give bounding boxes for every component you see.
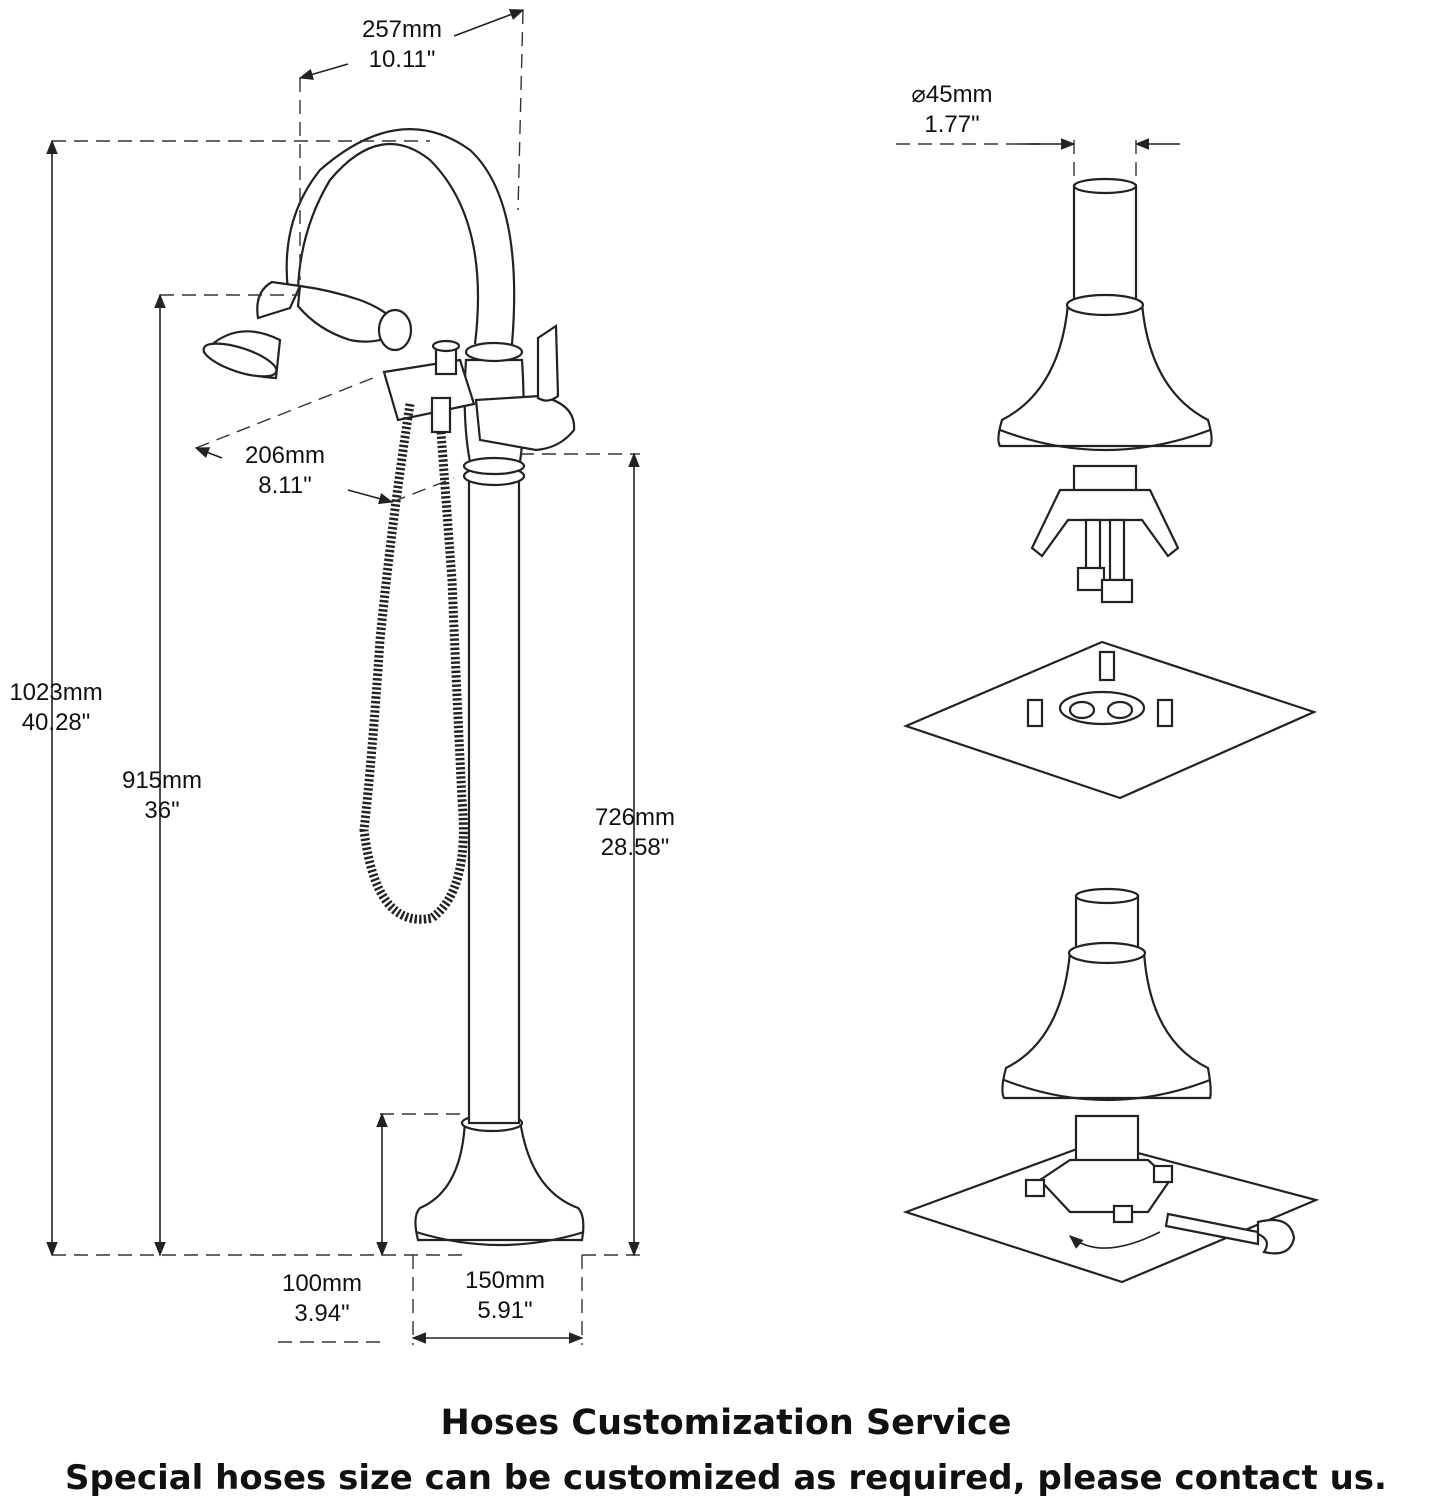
faucet-dimension-lines xyxy=(46,9,640,1345)
installation-step-2 xyxy=(902,887,1320,1284)
handle-height-inch: 28.58" xyxy=(600,834,670,861)
spout-height-label: 915mm 36" xyxy=(102,766,222,826)
base-height-label: 100mm 3.94" xyxy=(262,1269,382,1329)
total-height-inch: 40.28" xyxy=(21,709,91,736)
pipe-diameter-inch: 1.77" xyxy=(924,111,980,138)
hand-shower-reach-label: 206mm 8.11" xyxy=(220,441,350,501)
handle-height-label: 726mm 28.58" xyxy=(570,803,700,863)
base-height-mm: 100mm xyxy=(281,1270,363,1297)
wrench-icon xyxy=(1164,1212,1296,1255)
base-diameter-label: 150mm 5.91" xyxy=(440,1266,570,1326)
base-diameter-inch: 5.91" xyxy=(477,1297,533,1324)
total-height-label: 1023mm 40.28" xyxy=(0,678,112,738)
hand-shower-reach-mm: 206mm xyxy=(244,442,326,469)
spout-height-inch: 36" xyxy=(144,797,180,824)
base-height-inch: 3.94" xyxy=(294,1300,350,1327)
top-reach-inch: 10.11" xyxy=(368,46,436,73)
base-diameter-mm: 150mm xyxy=(464,1267,546,1294)
top-reach-label: 257mm 10.11" xyxy=(332,15,472,75)
spout-height-mm: 915mm xyxy=(121,767,203,794)
pipe-diameter-label: ⌀45mm 1.77" xyxy=(882,80,1022,140)
hand-shower-reach-inch: 8.11" xyxy=(258,472,312,499)
top-reach-mm: 257mm xyxy=(361,16,443,43)
footer-note: Special hoses size can be customized as … xyxy=(65,1458,1387,1498)
installation-step-1 xyxy=(896,138,1213,604)
total-height-mm: 1023mm xyxy=(9,679,103,706)
handle-height-mm: 726mm xyxy=(594,804,676,831)
faucet-drawing xyxy=(202,128,585,1247)
mounting-plate xyxy=(902,640,1318,800)
pipe-diameter-mm: ⌀45mm xyxy=(911,81,993,108)
footer-title: Hoses Customization Service xyxy=(440,1403,1012,1443)
